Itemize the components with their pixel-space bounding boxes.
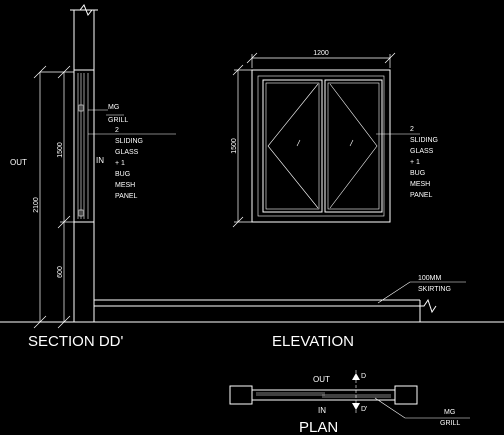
plan-title: PLAN — [299, 419, 338, 435]
plan-callout-grill-1: MG — [444, 409, 455, 416]
section-callout-window-7: PANEL — [115, 193, 138, 200]
elevation-left-sash — [262, 79, 323, 213]
plan-out-label: OUT — [313, 375, 330, 384]
section-dim-upper: 1500 — [57, 142, 64, 158]
elevation-callout-window-1: 2 — [410, 126, 414, 133]
elevation-callout-window-3: GLASS — [410, 148, 434, 155]
plan-in-label: IN — [318, 406, 326, 415]
elevation-callout-window-7: PANEL — [410, 192, 433, 199]
section-callout-grill-1: MG — [108, 104, 119, 111]
plan-right-wall — [394, 385, 418, 405]
section-title: SECTION DD' — [28, 333, 124, 350]
section-break-mark — [70, 4, 98, 16]
section-callout-window-1: 2 — [115, 127, 119, 134]
elevation-outer-frame — [251, 69, 391, 223]
elevation-callout-window-4: + 1 — [410, 159, 420, 166]
elevation-view: 1200 1500 2 SLIDING GLASS + 1 BUG MESH P… — [231, 50, 466, 350]
section-callout-window-3: GLASS — [115, 149, 139, 156]
plan-view: D D' OUT IN MG GRILL PLAN — [229, 370, 470, 435]
elevation-title: ELEVATION — [272, 333, 354, 350]
elevation-callout-skirting-2: SKIRTING — [418, 286, 451, 293]
section-dim-lower: 600 — [57, 266, 64, 278]
section-in-label: IN — [96, 156, 104, 165]
elevation-callout-window-2: SLIDING — [410, 137, 438, 144]
elevation-callout-window-5: BUG — [410, 170, 425, 177]
section-upper-wall — [73, 9, 95, 71]
section-callout-window-4: + 1 — [115, 160, 125, 167]
section-callout-grill-2: GRILL — [108, 117, 128, 124]
plan-left-wall — [229, 385, 253, 405]
section-callout-window-2: SLIDING — [115, 138, 143, 145]
elevation-dim-width: 1200 — [313, 50, 329, 57]
plan-window-frame — [251, 389, 396, 401]
elevation-callout-window-6: MESH — [410, 181, 430, 188]
section-callout-window-5: BUG — [115, 171, 130, 178]
section-dim-total: 2100 — [33, 197, 40, 213]
section-callout-window-6: MESH — [115, 182, 135, 189]
plan-mark-d-prime: D' — [361, 406, 367, 413]
section-dd-view: 2100 1500 600 OUT IN MG GRILL 2 SLIDING … — [0, 4, 504, 350]
elevation-right-sash — [324, 79, 383, 213]
elevation-dim-height: 1500 — [231, 138, 238, 154]
plan-mark-d: D — [361, 373, 366, 380]
section-lower-wall — [73, 221, 95, 323]
elevation-callout-skirting-1: 100MM — [418, 275, 442, 282]
section-out-label: OUT — [10, 158, 27, 167]
plan-callout-grill-2: GRILL — [440, 420, 460, 427]
